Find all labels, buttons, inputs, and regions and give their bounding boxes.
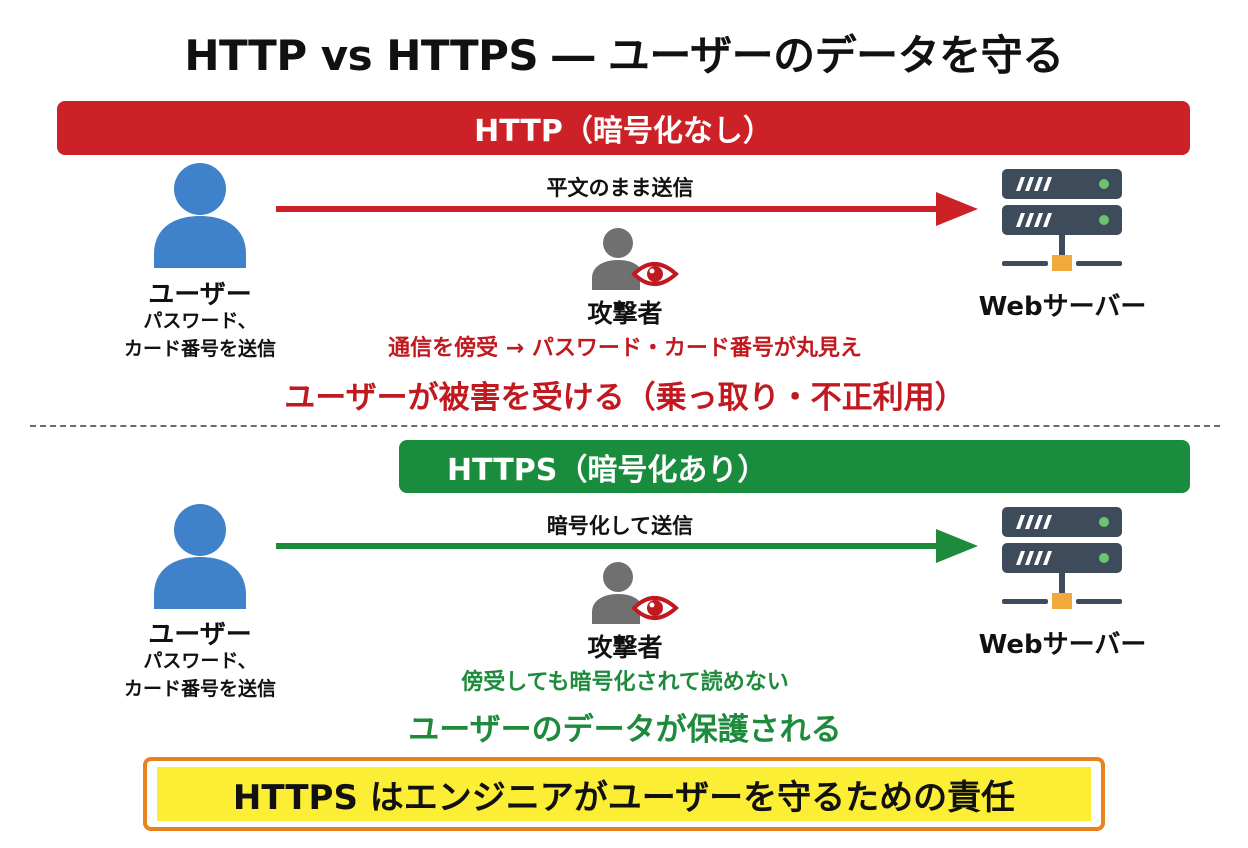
http-arrow	[276, 192, 978, 226]
server-icon	[1002, 169, 1122, 271]
http-banner: HTTP（暗号化なし）	[57, 101, 1190, 155]
https-user-desc-2: カード番号を送信	[123, 678, 276, 700]
http-consequence: ユーザーが被害を受ける（乗っ取り・不正利用）	[284, 380, 966, 416]
https-server	[1000, 507, 1124, 621]
user-icon	[154, 163, 246, 268]
conclusion-box: HTTPS はエンジニアがユーザーを守るための責任	[143, 757, 1105, 831]
http-server	[1000, 169, 1124, 283]
https-safe-text: 傍受しても暗号化されて読めない	[461, 670, 789, 695]
https-user	[152, 503, 248, 617]
http-user-label: ユーザー	[148, 280, 252, 310]
page-title: HTTP vs HTTPS ― ユーザーのデータを守る	[184, 31, 1064, 80]
conclusion-highlight: HTTPS はエンジニアがユーザーを守るための責任	[157, 767, 1091, 821]
http-user-desc-1: パスワード、	[143, 310, 257, 332]
http-banner-label: HTTP（暗号化なし）	[474, 114, 773, 149]
user-icon	[154, 504, 246, 609]
https-user-desc-1: パスワード、	[143, 650, 257, 672]
https-user-label: ユーザー	[148, 620, 252, 650]
https-attacker	[592, 560, 682, 634]
https-arrow-label: 暗号化して送信	[546, 514, 694, 538]
http-attacker	[592, 226, 682, 300]
https-attacker-label: 攻撃者	[587, 633, 663, 662]
https-outcome: ユーザーのデータが保護される	[408, 712, 842, 748]
https-server-label: Webサーバー	[978, 630, 1147, 660]
http-risk-text: 通信を傍受 → パスワード・カード番号が丸見え	[388, 336, 862, 361]
http-server-label: Webサーバー	[978, 292, 1147, 322]
section-divider	[30, 425, 1220, 427]
http-attacker-label: 攻撃者	[587, 299, 663, 328]
attacker-eye-icon	[592, 228, 679, 290]
https-banner: HTTPS（暗号化あり）	[399, 440, 1190, 493]
https-arrow	[276, 529, 978, 563]
conclusion-text: HTTPS はエンジニアがユーザーを守るための責任	[232, 777, 1016, 818]
https-banner-label: HTTPS（暗号化あり）	[447, 452, 768, 488]
http-user-desc-2: カード番号を送信	[123, 338, 276, 360]
attacker-eye-icon	[592, 562, 679, 624]
server-icon	[1002, 507, 1122, 609]
http-user	[152, 162, 248, 276]
http-arrow-label: 平文のまま送信	[546, 176, 694, 200]
